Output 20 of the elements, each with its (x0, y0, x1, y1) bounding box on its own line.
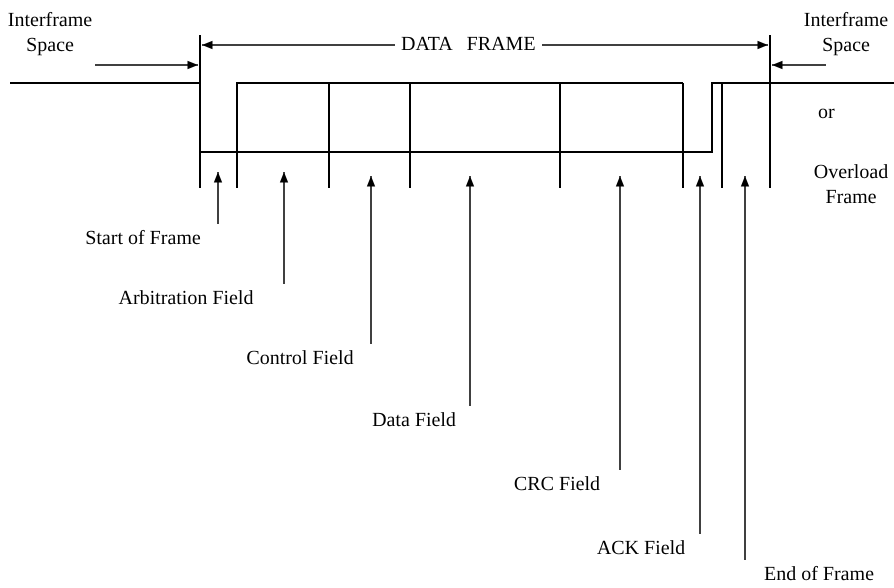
field-label: Interframe Space (5, 8, 95, 58)
leader-arrow (366, 176, 376, 344)
field-label: ACK Field (582, 536, 700, 561)
leader-arrow (696, 176, 704, 534)
leader-arrow (466, 176, 474, 406)
field-label: Start of Frame (68, 226, 218, 251)
field-label: Interframe Space (800, 8, 892, 58)
field-label: Control Field (228, 346, 372, 371)
leader-arrow (772, 60, 826, 70)
leader-arrow (740, 176, 750, 560)
leader-arrow (214, 172, 222, 224)
field-label: Arbitration Field (98, 286, 274, 311)
field-label: Data Field (358, 408, 470, 433)
field-label: End of Frame (744, 562, 894, 587)
side-note: or (818, 100, 835, 125)
leader-arrow (616, 176, 624, 470)
leader-arrow (95, 60, 198, 70)
side-note: Overload Frame (812, 160, 890, 210)
leader-arrow (280, 172, 288, 284)
field-label: CRC Field (494, 472, 620, 497)
